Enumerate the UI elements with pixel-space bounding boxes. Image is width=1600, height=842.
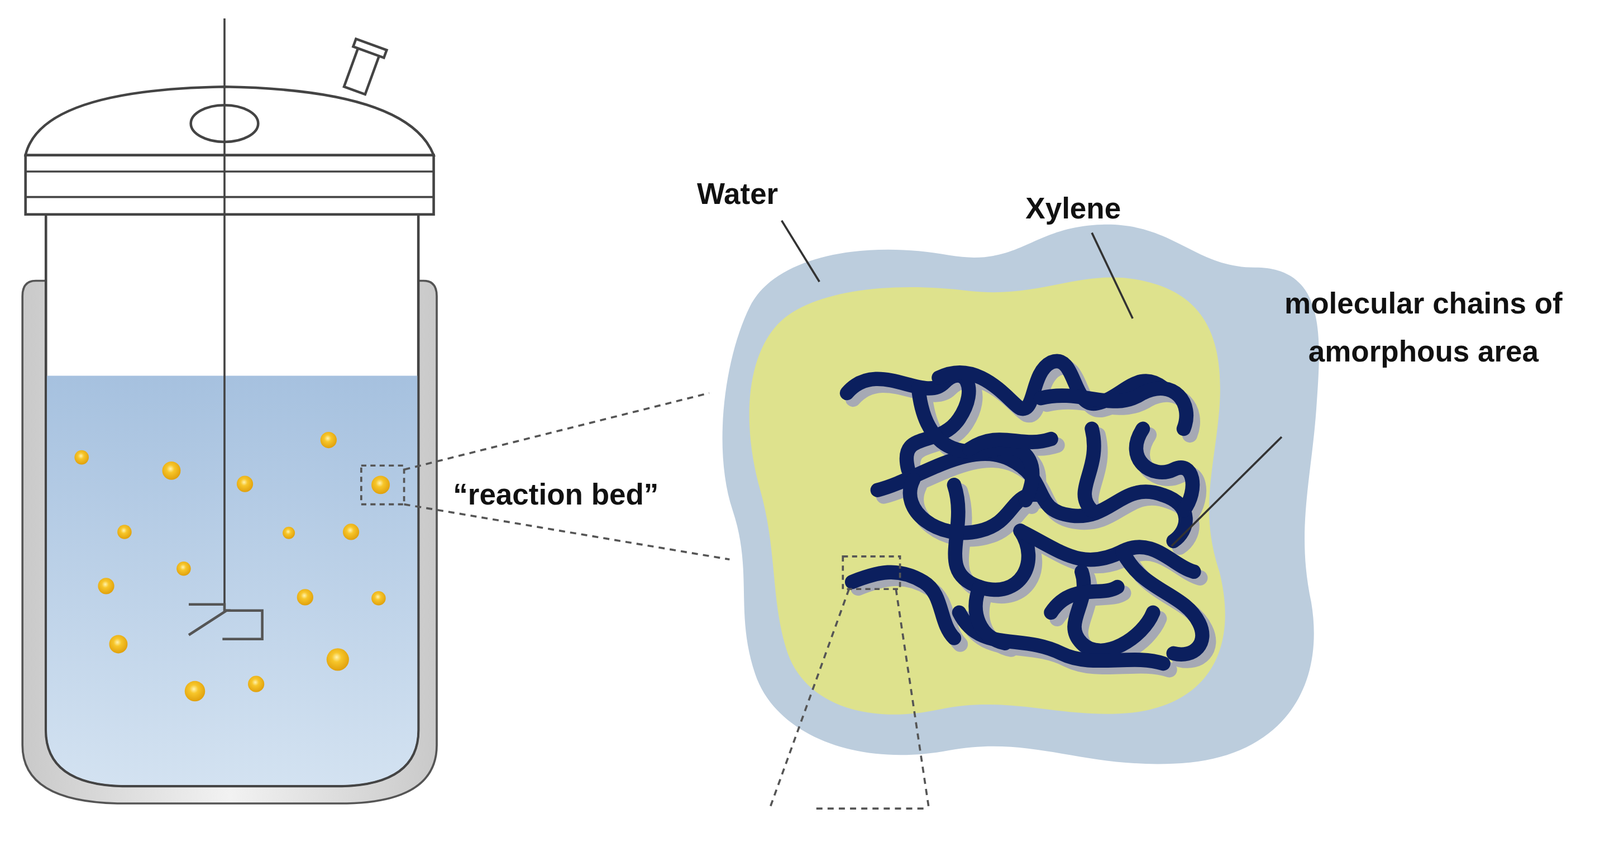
leader-line <box>1091 232 1133 319</box>
particle <box>282 526 295 539</box>
particle <box>326 647 350 671</box>
structure-label: molecular chains of amorphous area <box>1265 279 1582 376</box>
polymer-chain <box>953 484 1029 590</box>
particle <box>371 590 386 606</box>
phase-label: Xylene <box>1025 192 1121 227</box>
particle <box>176 561 191 576</box>
lid <box>25 86 434 155</box>
particle <box>342 523 360 540</box>
callout-line <box>404 392 710 470</box>
water-phase <box>722 224 1320 764</box>
phase-label: Water <box>696 177 778 212</box>
particle <box>371 475 390 494</box>
flange <box>25 155 434 215</box>
particle <box>320 431 337 448</box>
polymer-chain <box>1040 388 1187 429</box>
particle <box>184 680 206 702</box>
shaft <box>223 18 226 611</box>
xylene-phase <box>749 277 1226 715</box>
leader-line <box>781 220 820 283</box>
impeller <box>222 610 262 639</box>
callout-line <box>404 504 730 560</box>
particles <box>74 431 390 701</box>
polymer-chain <box>1084 428 1095 510</box>
particle <box>109 634 128 654</box>
polymer-chain <box>969 438 1052 450</box>
polymer-chain <box>1122 551 1203 654</box>
particle <box>247 675 265 692</box>
polymer-chain <box>1051 586 1118 613</box>
polymer-chain <box>852 571 955 638</box>
vessel-wall <box>45 214 419 786</box>
callout-line <box>770 588 850 806</box>
particle <box>236 475 253 492</box>
callout-label: “reaction bed” <box>452 477 659 512</box>
callout-box <box>842 556 900 589</box>
callout-line <box>895 588 929 806</box>
leader-line <box>1171 436 1282 547</box>
particle <box>74 450 89 465</box>
callout-line <box>816 806 924 810</box>
nozzle <box>338 39 387 97</box>
liquid <box>46 375 418 785</box>
particle <box>97 577 114 594</box>
polymer-chain <box>1020 530 1194 572</box>
callout-box <box>361 465 405 504</box>
particle <box>117 524 132 539</box>
particle <box>162 461 181 480</box>
polymer-chain <box>1135 428 1193 510</box>
particle <box>297 588 314 605</box>
polymer-chain <box>975 586 1006 643</box>
